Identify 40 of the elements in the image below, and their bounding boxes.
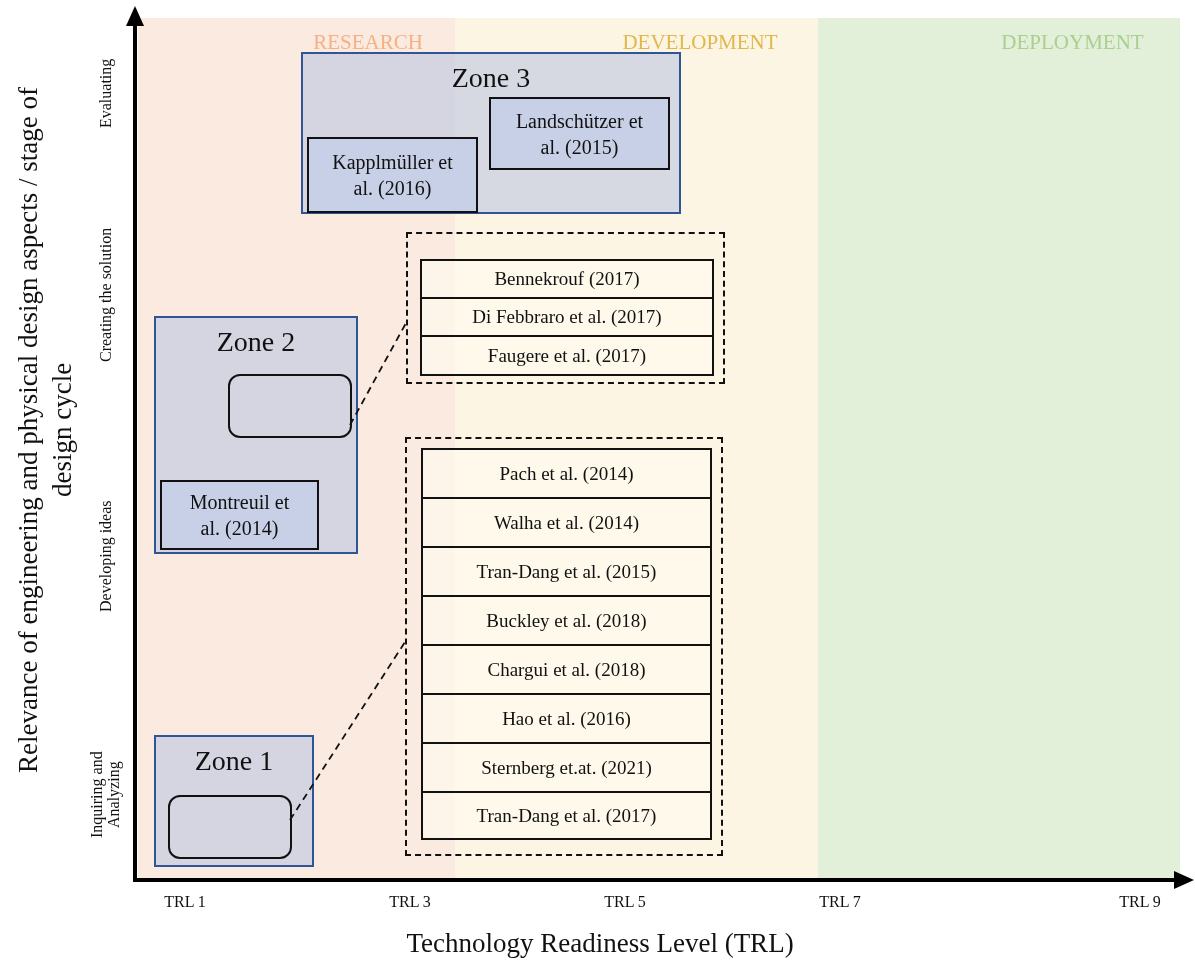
reference-box: Pach et al. (2014) — [421, 448, 712, 499]
reference-box: Bennekrouf (2017) — [420, 259, 714, 299]
reference-box: Montreuil et al. (2014) — [160, 480, 319, 550]
tick-label: TRL 9 — [1118, 893, 1162, 911]
rounded-box — [168, 795, 292, 859]
reference-box: Di Febbraro et al. (2017) — [420, 297, 714, 337]
reference-box: Tran-Dang et al. (2017) — [421, 791, 712, 840]
axis-title: Technology Readiness Level (TRL) — [405, 928, 795, 959]
dashed-group-box — [405, 437, 723, 856]
stage-label: Inquiring and Analyzing — [89, 750, 123, 841]
band-label: RESEARCH — [312, 30, 424, 55]
zone-box — [301, 52, 681, 214]
reference-box: Faugere et al. (2017) — [420, 335, 714, 376]
stage-label: Creating the solution — [98, 226, 115, 364]
dashed-group-box — [406, 232, 725, 384]
stage-label: Evaluating — [98, 57, 115, 130]
reference-box: Tran-Dang et al. (2015) — [421, 546, 712, 597]
axis-title: Relevance of engineering and physical design aspects / stage of design cycle — [12, 86, 78, 775]
band-label: DEVELOPMENT — [621, 30, 779, 55]
tick-label: TRL 5 — [603, 893, 647, 911]
zone-title: Zone 2 — [216, 326, 296, 358]
reference-box: Kapplmüller et al. (2016) — [307, 137, 478, 213]
rounded-box — [228, 374, 352, 438]
stage-label: Developing ideas — [98, 499, 115, 615]
connector-line — [289, 641, 406, 821]
reference-box: Chargui et al. (2018) — [421, 644, 712, 695]
connector-line — [349, 322, 407, 426]
band-label: DEPLOYMENT — [1000, 30, 1145, 55]
zone-title: Zone 3 — [451, 62, 531, 94]
zone-box — [154, 735, 314, 867]
reference-box: Landschützer et al. (2015) — [489, 97, 670, 170]
reference-box: Sternberg et.at. (2021) — [421, 742, 712, 793]
zone-box — [154, 316, 358, 554]
zone-title: Zone 1 — [194, 745, 274, 777]
reference-box: Hao et al. (2016) — [421, 693, 712, 744]
reference-box: Walha et al. (2014) — [421, 497, 712, 548]
reference-box: Buckley et al. (2018) — [421, 595, 712, 646]
tick-label: TRL 7 — [818, 893, 862, 911]
tick-label: TRL 3 — [388, 893, 432, 911]
tick-label: TRL 1 — [163, 893, 207, 911]
